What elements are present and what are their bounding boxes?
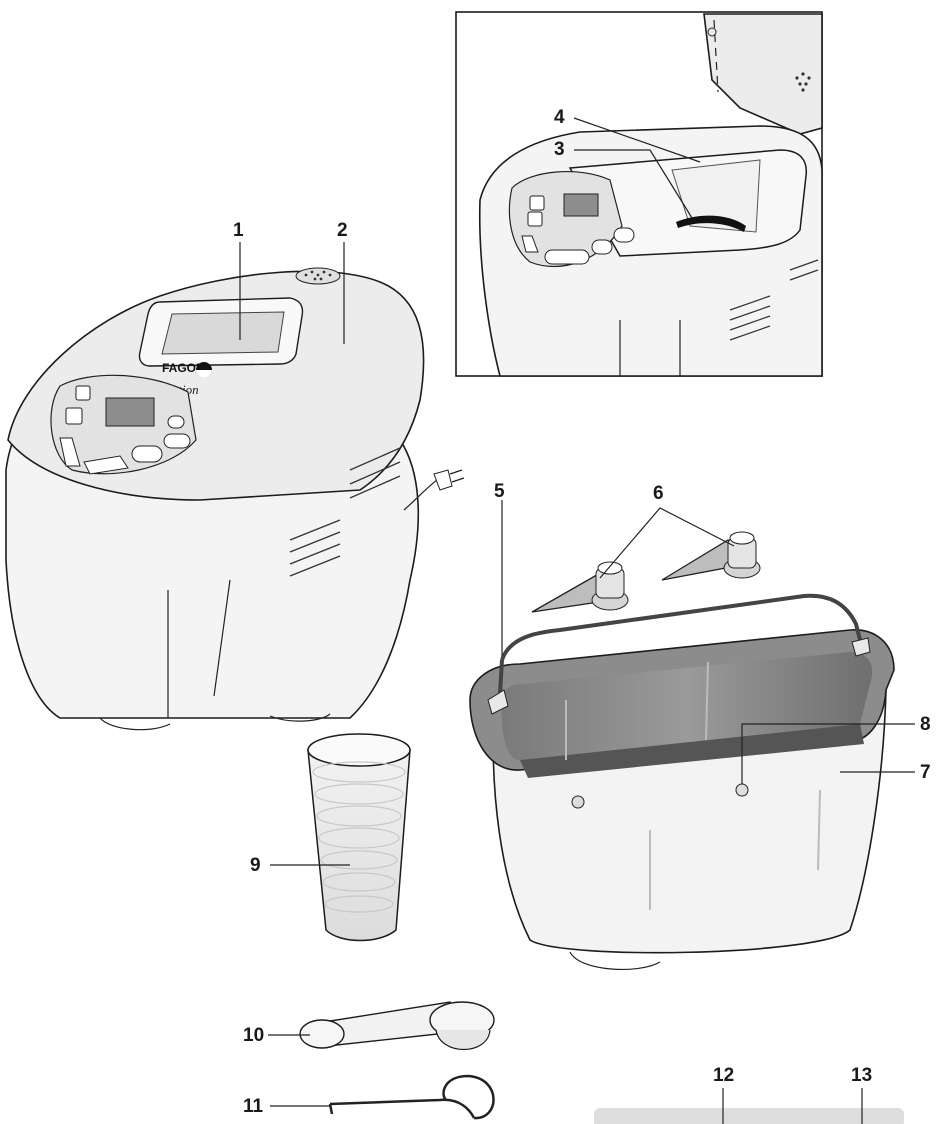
leader-3: [574, 149, 693, 219]
callout-7: 7: [920, 762, 931, 783]
callout-6: 6: [653, 483, 664, 504]
callout-5: 5: [494, 481, 505, 502]
inset-open-lid-view: [455, 11, 823, 377]
callout-10: 10: [243, 1025, 265, 1046]
callout-13: 13: [851, 1065, 873, 1086]
measuring-spoon: [268, 1001, 495, 1050]
callout-8: 8: [920, 714, 931, 735]
callout-11: 11: [243, 1096, 264, 1117]
callout-12: 12: [713, 1065, 735, 1086]
measuring-cup: [270, 733, 411, 942]
bread-machine-body: FAGOR Tentation: [5, 242, 465, 731]
leader-8: [741, 723, 915, 784]
paddle-removal-hook: [270, 1074, 495, 1120]
bread-pan: [469, 500, 915, 970]
leader-4: [573, 117, 701, 163]
leader-6: [599, 507, 735, 579]
brand-text: FAGOR: [162, 361, 205, 375]
callout-9: 9: [250, 855, 261, 876]
callout-2: 2: [337, 220, 348, 241]
kneading-paddles: [531, 507, 761, 613]
callout-1: 1: [233, 220, 244, 241]
callout-3: 3: [554, 139, 565, 160]
callout-4: 4: [554, 107, 565, 128]
bottom-bar: [594, 1088, 904, 1124]
